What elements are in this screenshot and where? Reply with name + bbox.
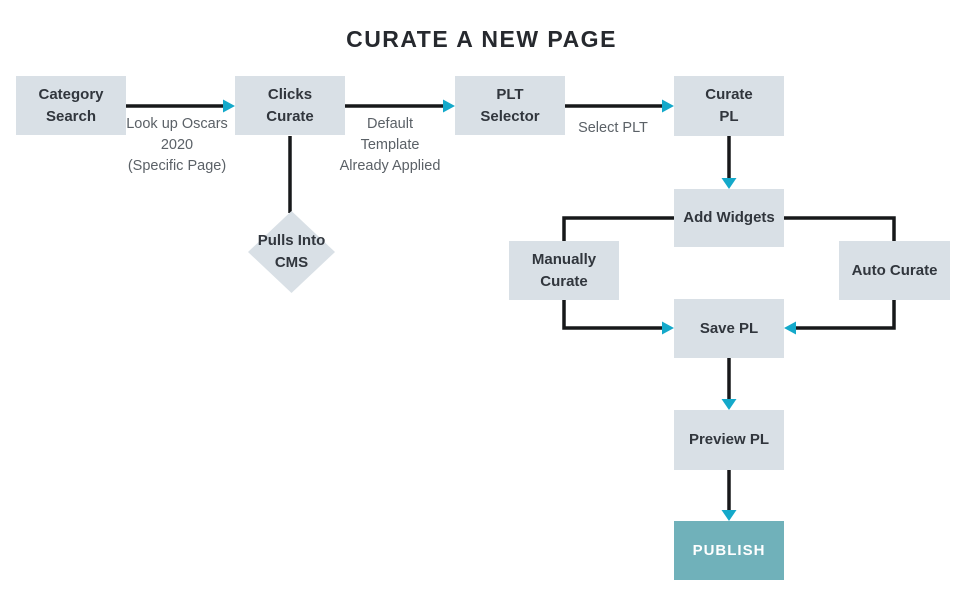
- node-clicks-curate: Clicks Curate: [235, 76, 345, 135]
- arrowhead-left-icon: [784, 321, 796, 335]
- decision-diamond-shape: [248, 211, 335, 293]
- page-title: CURATE A NEW PAGE: [346, 26, 617, 52]
- arrowhead-down-icon: [721, 178, 737, 189]
- node-label: Add Widgets: [683, 209, 775, 227]
- node-label: Curate PL: [705, 86, 753, 125]
- node-publish: PUBLISH: [674, 521, 784, 580]
- node-label: Manually Curate: [531, 250, 597, 290]
- arrowhead-right-icon: [662, 99, 674, 113]
- arrowhead-down-icon: [721, 510, 737, 521]
- node-label: Clicks Curate: [266, 85, 314, 125]
- node-category-search: Category Search: [16, 76, 126, 135]
- node-label: Auto Curate: [851, 261, 938, 279]
- arrowhead-right-icon: [662, 321, 674, 335]
- node-curate-pl: Curate PL: [674, 76, 784, 136]
- node-plt-selector: PLT Selector: [455, 76, 565, 135]
- arrowhead-down-icon: [721, 399, 737, 410]
- node-label: Save PL: [699, 319, 759, 337]
- node-label: PLT Selector: [480, 85, 540, 125]
- node-save-pl: Save PL: [674, 299, 784, 358]
- node-label: Pulls Into CMS: [257, 232, 326, 271]
- arrowhead-right-icon: [443, 99, 455, 113]
- arrowhead-right-icon: [223, 99, 235, 113]
- node-pulls-into-cms: Pulls Into CMS: [248, 211, 335, 293]
- edge-label-default-template: Default Template Already Applied: [339, 116, 441, 174]
- node-label: Preview PL: [688, 431, 770, 449]
- node-label: PUBLISH: [692, 541, 766, 559]
- edge-label-look-up-oscars: Look up Oscars 2020 (Specific Page): [126, 116, 228, 174]
- node-auto-curate: Auto Curate: [839, 241, 950, 300]
- node-label: Category Search: [38, 85, 104, 125]
- node-manually-curate: Manually Curate: [509, 241, 619, 300]
- node-preview-pl: Preview PL: [674, 410, 784, 470]
- node-add-widgets: Add Widgets: [674, 189, 784, 247]
- edge-label-select-plt: Select PLT: [578, 120, 648, 136]
